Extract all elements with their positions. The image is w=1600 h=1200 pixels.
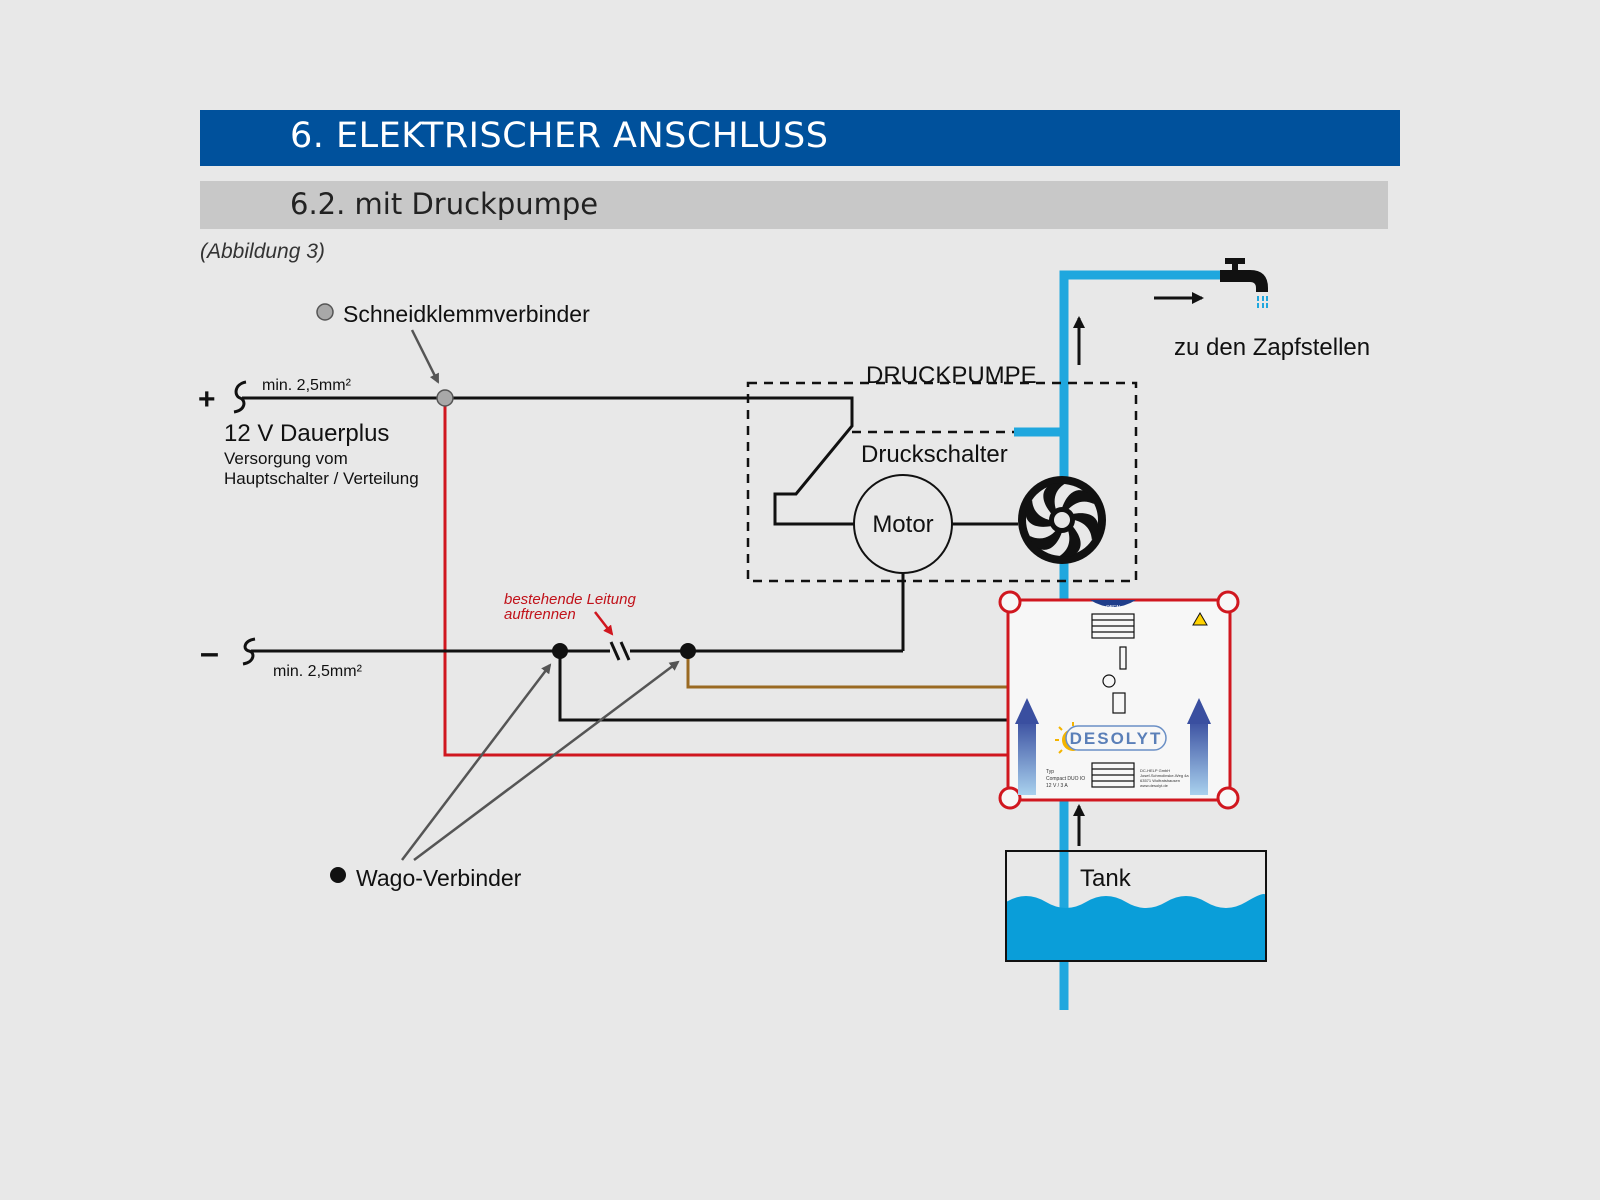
section-title: 6. ELEKTRISCHER ANSCHLUSS (290, 116, 829, 156)
device-model: Compact DUO IO (1046, 776, 1085, 782)
red-plus-wire (443, 398, 1008, 757)
device-maker-4: www.desolyt.de (1140, 783, 1169, 788)
schneidklemm-junction (436, 389, 454, 407)
plus-gauge: min. 2,5mm² (262, 377, 352, 394)
wago-junction-2 (680, 643, 696, 659)
wago-junction-1 (552, 643, 568, 659)
impeller-icon (1018, 476, 1106, 564)
figure-reference: (Abbildung 3) (200, 240, 325, 263)
water-tank: Tank (1005, 850, 1267, 962)
wago-legend-dot (330, 867, 346, 883)
druckschalter-label: Druckschalter (861, 441, 1008, 468)
schneidklemm-legend-dot (316, 303, 334, 321)
device-typ-label: Typ (1046, 769, 1054, 775)
device-brand: DESOLYT (1070, 729, 1163, 748)
cut-pointer (594, 611, 614, 636)
plus-sign: + (198, 383, 216, 416)
arrow-up-left-icon (1015, 698, 1039, 724)
device-maker-3: 63571 Wolfratshausen (1140, 778, 1180, 783)
cut-mark-1 (609, 641, 621, 661)
cut-label-1: bestehende Leitung (504, 591, 636, 608)
minus-wire-break-icon (242, 637, 256, 666)
section-header: 6. ELEKTRISCHER ANSCHLUSS (200, 110, 1400, 166)
plus-desc-2: Hauptschalter / Verteilung (224, 469, 419, 488)
warning-icon (1192, 612, 1208, 626)
wago-pointer-2 (413, 660, 680, 861)
device-maker-1: DC-HELP GmbH (1140, 768, 1170, 773)
minus-sign: – (200, 634, 219, 672)
motor-label: Motor (872, 511, 933, 538)
minus-gauge: min. 2,5mm² (273, 663, 363, 680)
subsection-title: 6.2. mit Druckpumpe (290, 187, 599, 221)
zapfstellen-label: zu den Zapfstellen (1174, 334, 1370, 361)
pressure-switch-wire (443, 396, 854, 526)
brown-wire (686, 651, 1008, 689)
arrow-up-right-icon (1187, 698, 1211, 724)
cut-mark-2 (619, 641, 631, 661)
plus-supply: + min. 2,5mm² 12 V Dauerplus Versorgung … (198, 377, 443, 488)
minus-supply: – min. 2,5mm² (200, 573, 905, 680)
black-minus-wire (558, 651, 1008, 722)
wago-label: Wago-Verbinder (356, 865, 522, 891)
desolyt-device: OBEN DESOLYT Typ Compact DUO IO 12 V (998, 590, 1240, 810)
schneidklemm-pointer (410, 329, 440, 384)
schneidklemm-label: Schneidklemmverbinder (343, 301, 590, 327)
device-top-tag: OBEN (1106, 605, 1121, 611)
faucet-icon (1220, 258, 1268, 308)
subsection-header: 6.2. mit Druckpumpe (200, 181, 1388, 229)
plus-title: 12 V Dauerplus (224, 420, 389, 447)
druckpumpe-box (746, 381, 1138, 583)
device-maker-2: Josef-Schmolinske-Weg 4a (1140, 773, 1189, 778)
cut-label-2: auftrennen (504, 606, 576, 623)
wago-pointer-1 (401, 663, 552, 861)
plus-wire-break-icon (233, 380, 247, 414)
druckpumpe-label: DRUCKPUMPE (866, 362, 1037, 389)
plus-desc-1: Versorgung vom (224, 449, 348, 468)
tank-label: Tank (1080, 865, 1132, 892)
device-rating: 12 V / 3 A (1046, 783, 1068, 789)
